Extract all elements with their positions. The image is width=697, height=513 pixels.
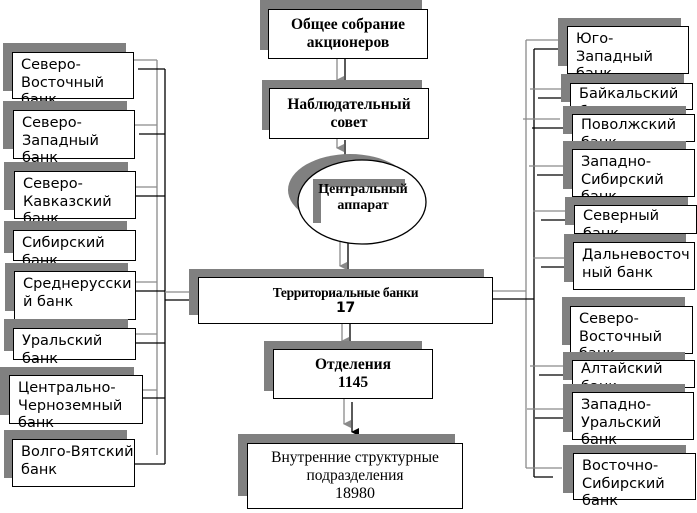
bank-label: Центрально-Черноземный банк	[18, 380, 123, 432]
bank-south-west: Юго-Западный банк	[567, 26, 689, 82]
node-central-office-shape	[288, 154, 427, 245]
bank-label: Северо-Западный банк	[22, 115, 99, 167]
bank-label: Уральский банк	[22, 333, 103, 367]
bank-northern: Северный банк	[574, 205, 697, 242]
bank-label: Западно-Сибирский банк	[581, 154, 664, 205]
bank-label: Среднерусский банк	[23, 276, 132, 310]
bank-volga: Поволжский банк	[572, 114, 695, 151]
bank-central-russia: Среднерусский банк	[14, 271, 136, 320]
node-count: 18980	[335, 484, 375, 502]
bank-far-east: Дальневосточный банк	[573, 242, 695, 290]
node-shareholders-meeting: Общее собрание акционеров	[268, 9, 428, 59]
node-count: 17	[336, 300, 355, 317]
bank-label: Восточно-Сибирский банк	[582, 458, 665, 510]
node-label: Наблюдательный совет	[287, 95, 411, 131]
bank-north-caucasus: Северо-Кавказский банк	[14, 171, 136, 227]
bank-ural: Уральский банк	[13, 328, 136, 367]
node-supervisory-board: Наблюдательный совет	[269, 88, 429, 139]
bank-label: Дальневосточный банк	[582, 247, 690, 281]
right-bus	[492, 39, 572, 478]
node-branches: Отделения 1145	[273, 349, 433, 399]
bank-west-ural: Западно-Уральский банк	[572, 392, 694, 448]
node-central-office: Центральный аппарат	[298, 176, 428, 220]
node-label: Общее собрание акционеров	[290, 16, 406, 51]
node-internal-units: Внутренние структурные подразделения 189…	[247, 443, 463, 509]
bank-siberian: Сибирский банк	[13, 230, 136, 269]
bank-label: Волго-Вятский банк	[21, 444, 134, 478]
bank-north-east: Северо-Восточный банк	[12, 52, 134, 108]
bank-north-west: Северо-Западный банк	[13, 110, 135, 166]
node-territorial-banks: Территориальные банки 17	[198, 277, 493, 324]
bank-north-east-right: Северо-Восточный банк	[570, 306, 693, 362]
node-label: Внутренние структурные подразделения	[271, 448, 439, 484]
bank-east-siberian: Восточно-Сибирский банк	[573, 453, 696, 509]
bank-central-chernozem: Центрально-Черноземный банк	[9, 375, 143, 431]
bank-west-siberian: Западно-Сибирский банк	[572, 149, 695, 205]
node-label: Центральный аппарат	[318, 181, 408, 213]
node-count: 1145	[337, 374, 369, 391]
bank-label: Западно-Уральский банк	[581, 397, 662, 449]
bank-label: Северо-Восточный банк	[579, 311, 663, 362]
bank-volga-vyatka: Волго-Вятский банк	[12, 439, 135, 487]
left-bus	[125, 59, 198, 465]
node-label: Отделения	[314, 356, 391, 374]
node-label: Территориальные банки	[272, 284, 419, 300]
